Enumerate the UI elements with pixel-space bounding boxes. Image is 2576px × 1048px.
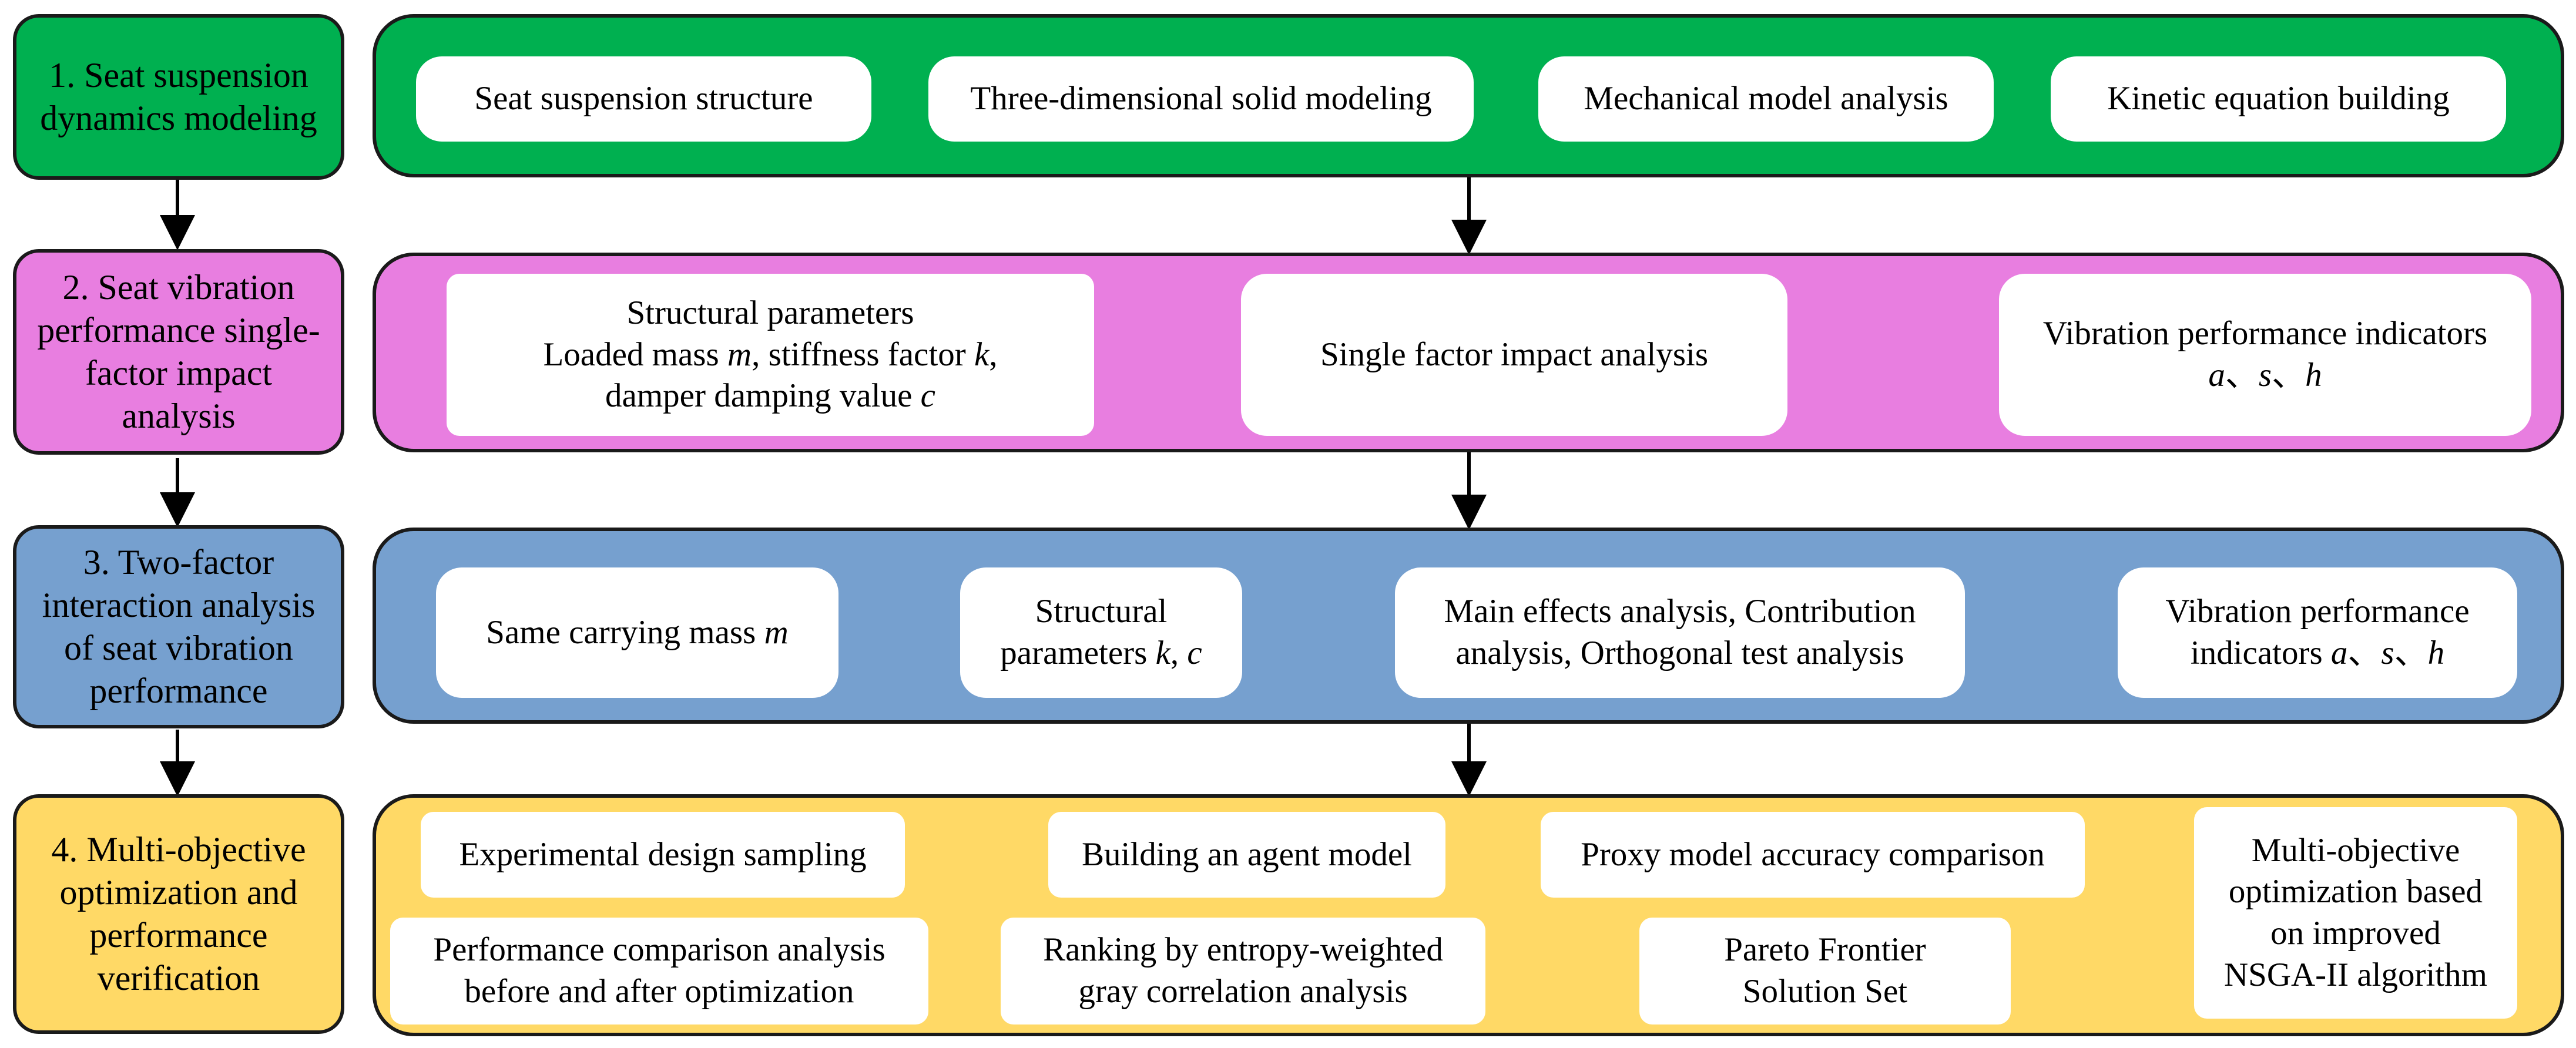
box-proxy-model-accuracy: Proxy model accuracy comparison [1541, 812, 2085, 898]
box-main-effects-analysis: Main effects analysis, Contribution anal… [1395, 567, 1965, 698]
box-single-factor-impact: Single factor impact analysis [1241, 274, 1787, 436]
box-structural-parameters-kc: Structural parameters k, c [960, 567, 1242, 698]
box-kinetic-equation: Kinetic equation building [2051, 56, 2506, 142]
box-solid-modeling: Three-dimensional solid modeling [928, 56, 1474, 142]
box-vibration-indicators-ash: Vibration performance indicators a、s、h [2118, 567, 2517, 698]
stage-3-label: 3. Two-factor interaction analysis of se… [13, 525, 344, 728]
box-performance-comparison: Performance comparison analysis before a… [390, 918, 928, 1025]
box-experimental-design-sampling: Experimental design sampling [421, 812, 905, 898]
box-entropy-ranking: Ranking by entropy-weighted gray correla… [1001, 918, 1485, 1025]
box-mechanical-model-analysis: Mechanical model analysis [1538, 56, 1994, 142]
box-vibration-indicators: Vibration performance indicators a、s、h [1999, 274, 2531, 436]
box-agent-model: Building an agent model [1048, 812, 1445, 898]
box-structural-parameters: Structural parameters Loaded mass m, sti… [447, 274, 1094, 436]
box-pareto-frontier: Pareto Frontier Solution Set [1639, 918, 2011, 1025]
stage-2-label: 2. Seat vibration performance single- fa… [13, 249, 344, 455]
box-nsga-ii-optimization: Multi-objective optimization based on im… [2194, 807, 2517, 1019]
box-seat-suspension-structure: Seat suspension structure [416, 56, 871, 142]
box-same-carrying-mass: Same carrying mass m [436, 567, 838, 698]
stage-1-label: 1. Seat suspension dynamics modeling [13, 14, 344, 180]
stage-4-label: 4. Multi-objective optimization and perf… [13, 794, 344, 1034]
